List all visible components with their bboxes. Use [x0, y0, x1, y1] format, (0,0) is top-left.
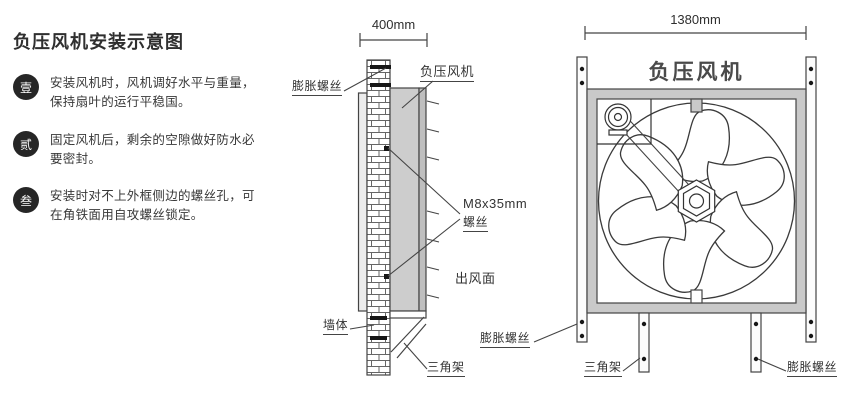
- brace-anchor-screws: [370, 316, 387, 340]
- label-screw-spec-line1: M8x35mm: [463, 196, 528, 211]
- guard-strip-bottom: [690, 289, 703, 304]
- angle-iron-screw-holes: [579, 66, 814, 339]
- dimension-line-400: [359, 33, 428, 47]
- side-view-leader-lines: [343, 67, 461, 370]
- instruction-text-2: 固定风机后，剩余的空隙做好防水必要密封。: [50, 133, 255, 166]
- label-triangle-bracket-front: 三角架: [584, 358, 622, 377]
- dimension-line-1380: [584, 26, 807, 40]
- dimension-400mm: 400mm: [371, 17, 416, 32]
- front-view-group: [533, 26, 817, 373]
- m8-screw-dots: [384, 146, 389, 279]
- angle-iron-left: [576, 56, 588, 343]
- label-fan-side: 负压风机: [420, 61, 475, 82]
- label-expansion-screw-front-right: 膨胀螺丝: [787, 358, 838, 377]
- motor-corner-box: [597, 99, 652, 145]
- bottom-bracket-screw-holes: [641, 321, 759, 362]
- dimension-1380mm: 1380mm: [670, 12, 721, 27]
- instruction-item-2: 贰 固定风机后，剩余的空隙做好防水必要密封。: [13, 131, 265, 169]
- fan-blades: [608, 109, 785, 293]
- label-screw-spec-line2: 螺丝: [463, 213, 489, 232]
- fan-outlet-edge: [418, 87, 427, 312]
- step-badge-3: 叁: [13, 187, 39, 213]
- label-triangle-bracket-side: 三角架: [427, 358, 465, 377]
- bottom-bracket-right: [750, 312, 762, 373]
- fan-bottom-strip: [389, 310, 427, 319]
- bottom-bracket-left: [638, 312, 650, 373]
- expansion-screws-top: [370, 65, 391, 87]
- side-view-group: [343, 33, 461, 376]
- angle-iron-right: [805, 56, 817, 343]
- instruction-item-1: 壹 安装风机时，风机调好水平与重量，保持扇叶的运行平稳国。: [13, 74, 265, 112]
- label-expansion-screw-side: 膨胀螺丝: [292, 77, 343, 96]
- triangle-brace-side: [390, 316, 427, 359]
- front-view-leader-lines: [533, 323, 787, 372]
- front-view-title: 负压风机: [648, 61, 745, 84]
- fan-body-side: [389, 87, 420, 312]
- guard-strip-top: [690, 98, 703, 113]
- fan-hub: [677, 179, 716, 223]
- fan-rear-flange: [357, 92, 368, 312]
- motor-pulley: [597, 99, 652, 145]
- brick-wall: [366, 59, 391, 376]
- label-outlet-face: 出风面: [455, 271, 496, 286]
- instruction-item-3: 叁 安装时对不上外框侧边的螺丝孔，可在角铁面用自攻螺丝锁定。: [13, 187, 265, 225]
- instruction-text-1: 安装风机时，风机调好水平与重量，保持扇叶的运行平稳国。: [50, 76, 255, 109]
- page-title: 负压风机安装示意图: [13, 32, 184, 52]
- step-badge-1: 壹: [13, 74, 39, 100]
- airflow-ticks: [426, 100, 440, 299]
- label-wall: 墙体: [323, 316, 349, 335]
- instruction-text-3: 安装时对不上外框侧边的螺丝孔，可在角铁面用自攻螺丝锁定。: [50, 189, 255, 222]
- step-badge-2: 贰: [13, 131, 39, 157]
- label-expansion-screw-front-left: 膨胀螺丝: [480, 329, 531, 348]
